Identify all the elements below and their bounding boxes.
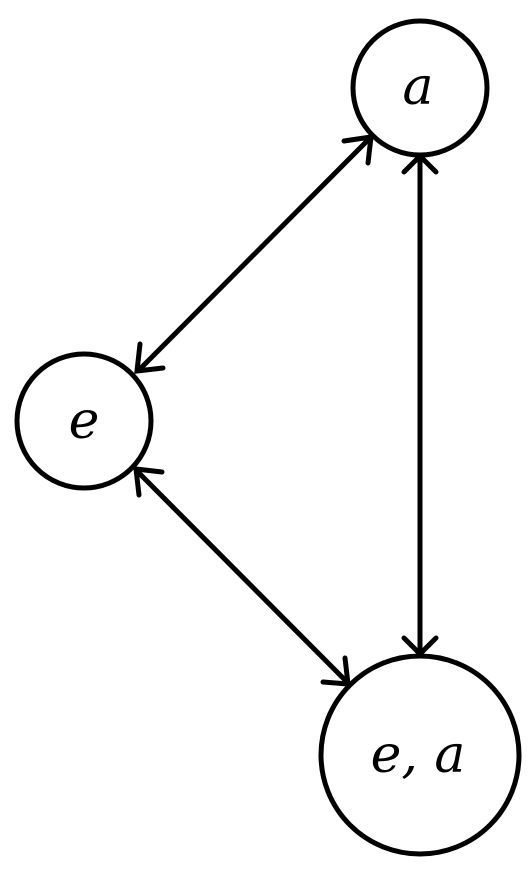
node-ea: e, a	[318, 653, 522, 857]
edge-e-ea	[134, 468, 350, 685]
edges	[133, 134, 439, 687]
node-e-circle	[14, 351, 154, 491]
node-ea-circle	[318, 653, 522, 857]
node-e: e	[14, 351, 154, 491]
node-e-label: e	[69, 391, 100, 451]
edge-e-a	[138, 137, 371, 371]
node-ea-label: e, a	[371, 725, 466, 785]
arrowhead-e-ea-at-e-icon	[133, 466, 165, 498]
node-a-label: a	[402, 57, 433, 117]
node-a: a	[350, 18, 490, 158]
node-a-circle	[350, 18, 490, 158]
arrowhead-e-a-at-e-icon	[134, 341, 166, 374]
